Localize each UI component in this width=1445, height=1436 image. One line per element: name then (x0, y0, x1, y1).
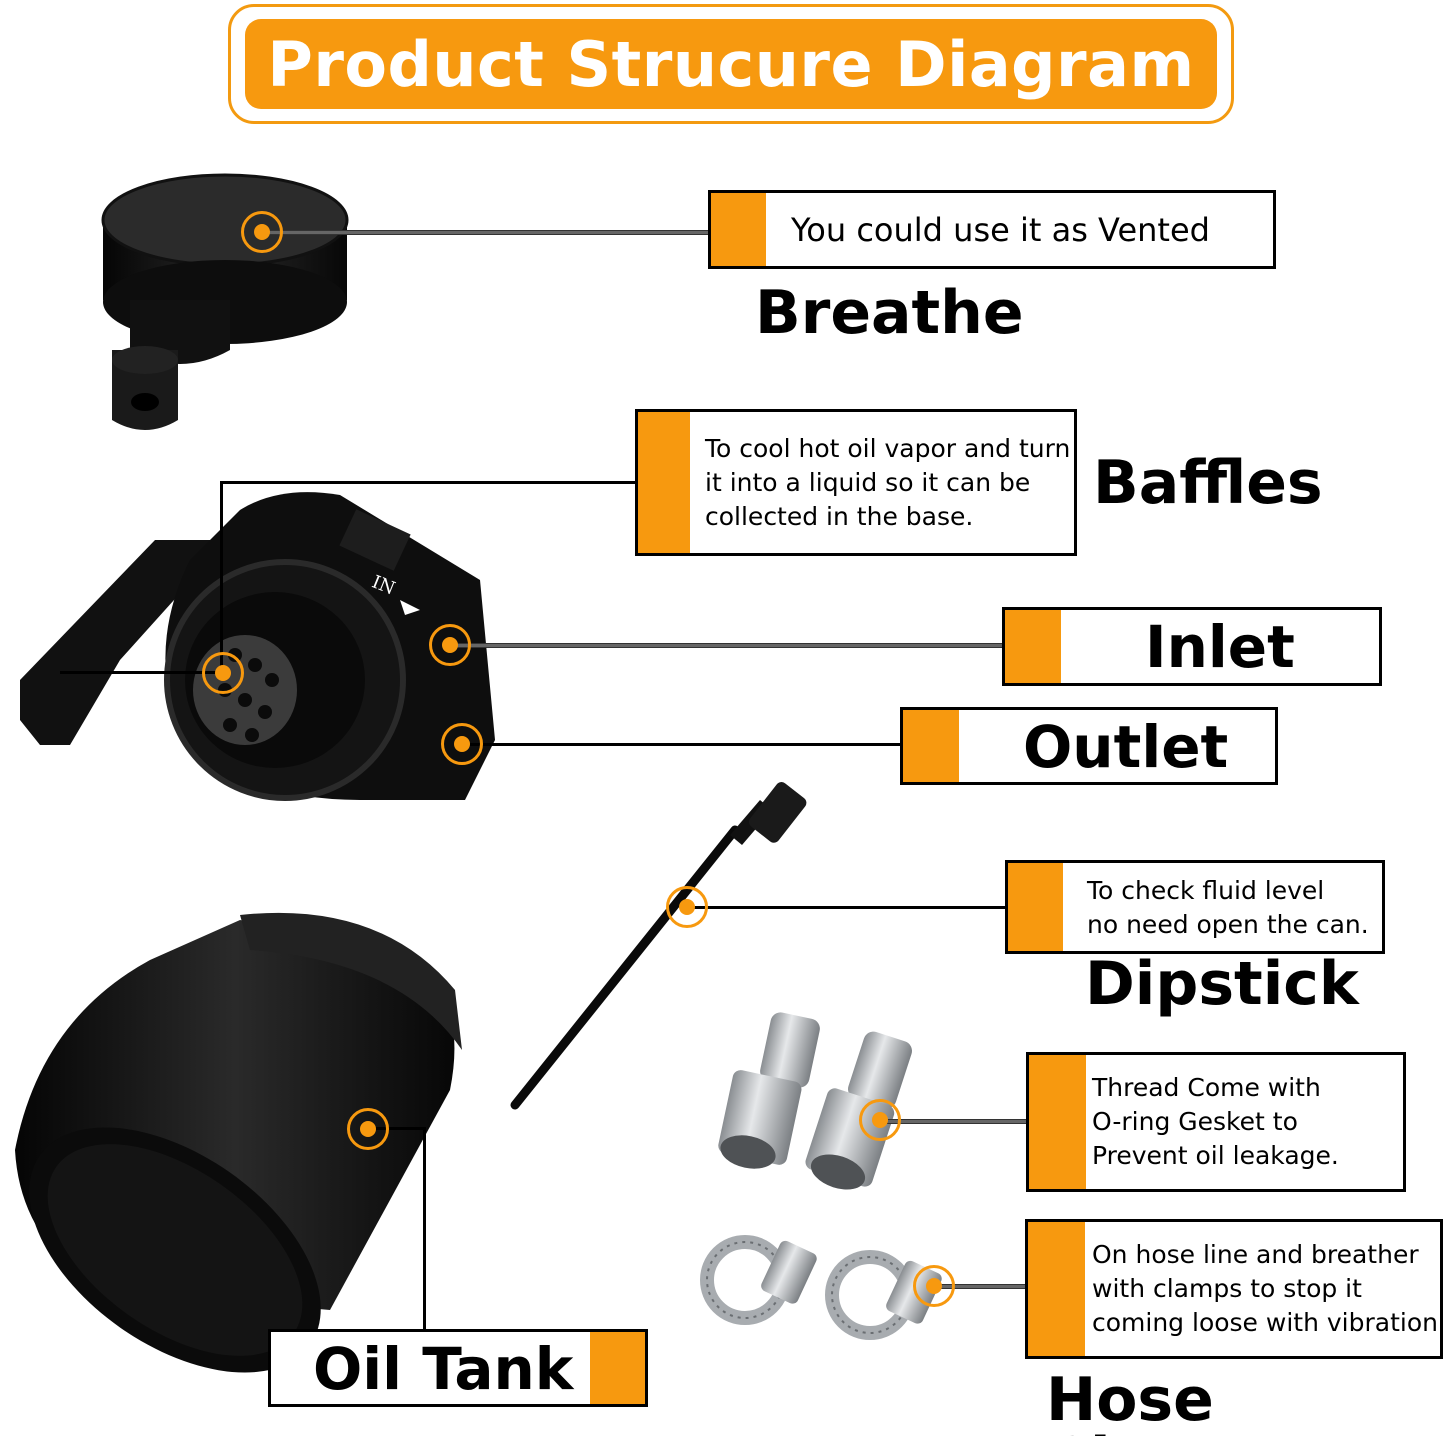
fitting-callout-box: Thread Come with O-ring Gesket to Preven… (1026, 1052, 1406, 1192)
baffles-callout-box: To cool hot oil vapor and turn it into a… (635, 409, 1077, 556)
fittings-image (718, 1012, 912, 1190)
baffles-description-line-3: collected in the base. (705, 502, 974, 531)
baffles-label: Baffles (1093, 448, 1323, 518)
hose-clamp-callout-tab (1028, 1222, 1085, 1356)
inlet-callout-box: Inlet (1002, 607, 1382, 686)
dipstick-marker (666, 886, 708, 928)
inlet-callout-tab (1005, 610, 1061, 683)
hose-clamp-description-line-1: On hose line and breather (1092, 1240, 1419, 1269)
hose-clamp-leader-line (934, 1284, 1027, 1289)
baffles-marker (202, 652, 244, 694)
baffles-leader-line-h (222, 481, 637, 484)
page-title: Product Strucure Diagram (267, 27, 1195, 101)
dipstick-callout-box: To check fluid level no need open the ca… (1005, 860, 1385, 954)
fitting-description-line-2: O-ring Gesket to (1092, 1107, 1298, 1136)
hose-clamp-callout-box: On hose line and breather with clamps to… (1025, 1219, 1443, 1359)
hose-clamp-description-line-3: coming loose with vibration (1092, 1308, 1438, 1337)
outlet-marker (441, 723, 483, 765)
breathe-label: Breathe (755, 278, 1024, 348)
oil-tank-leader-line-h (368, 1127, 426, 1130)
baffles-description-line-2: it into a liquid so it can be (705, 468, 1031, 497)
breathe-description: You could use it as Vented (791, 211, 1210, 249)
fitting-leader-line (880, 1119, 1027, 1124)
outlet-callout-box: Outlet (900, 707, 1278, 785)
inlet-label: Inlet (1145, 613, 1295, 681)
oil-tank-marker (347, 1108, 389, 1150)
baffles-description-line-1: To cool hot oil vapor and turn (705, 434, 1071, 463)
hose-clamp-label: Hose Clamp (1046, 1365, 1257, 1436)
breather-filter-image (101, 173, 349, 430)
fitting-description-line-1: Thread Come with (1092, 1073, 1321, 1102)
oil-tank-image (15, 912, 462, 1373)
hose-clamps-image (700, 1235, 942, 1340)
title-banner: Product Strucure Diagram (228, 4, 1234, 124)
oil-tank-callout-tab (590, 1332, 645, 1404)
breathe-leader-line (262, 230, 710, 235)
baffle-body-image (20, 492, 495, 801)
fitting-description-line-3: Prevent oil leakage. (1092, 1141, 1339, 1170)
breathe-marker (241, 211, 283, 253)
breathe-callout-box: You could use it as Vented (708, 190, 1276, 269)
outlet-callout-tab (903, 710, 959, 782)
dipstick-callout-tab (1008, 863, 1063, 951)
fitting-callout-tab (1029, 1055, 1086, 1189)
breathe-callout-tab (711, 193, 766, 266)
outlet-label: Outlet (1023, 713, 1229, 781)
outlet-leader-line (462, 743, 902, 746)
oil-tank-leader-line-v (423, 1127, 426, 1332)
baffles-leader-line-v (220, 481, 223, 673)
dipstick-label: Dipstick (1085, 949, 1359, 1019)
oil-tank-label: Oil Tank (313, 1335, 574, 1403)
hose-clamp-marker (913, 1265, 955, 1307)
inlet-leader-line (450, 643, 1004, 648)
dipstick-image (510, 782, 807, 1110)
title-banner-fill: Product Strucure Diagram (245, 19, 1217, 109)
oil-tank-callout-box: Oil Tank (268, 1329, 648, 1407)
dipstick-leader-line (687, 906, 1007, 909)
fitting-marker (859, 1099, 901, 1141)
dipstick-description-line-2: no need open the can. (1087, 910, 1369, 939)
hose-clamp-description-line-2: with clamps to stop it (1092, 1274, 1362, 1303)
baffles-callout-tab (638, 412, 690, 553)
dipstick-description-line-1: To check fluid level (1087, 876, 1325, 905)
inlet-marker (429, 624, 471, 666)
bracket-leader-line (60, 671, 222, 674)
